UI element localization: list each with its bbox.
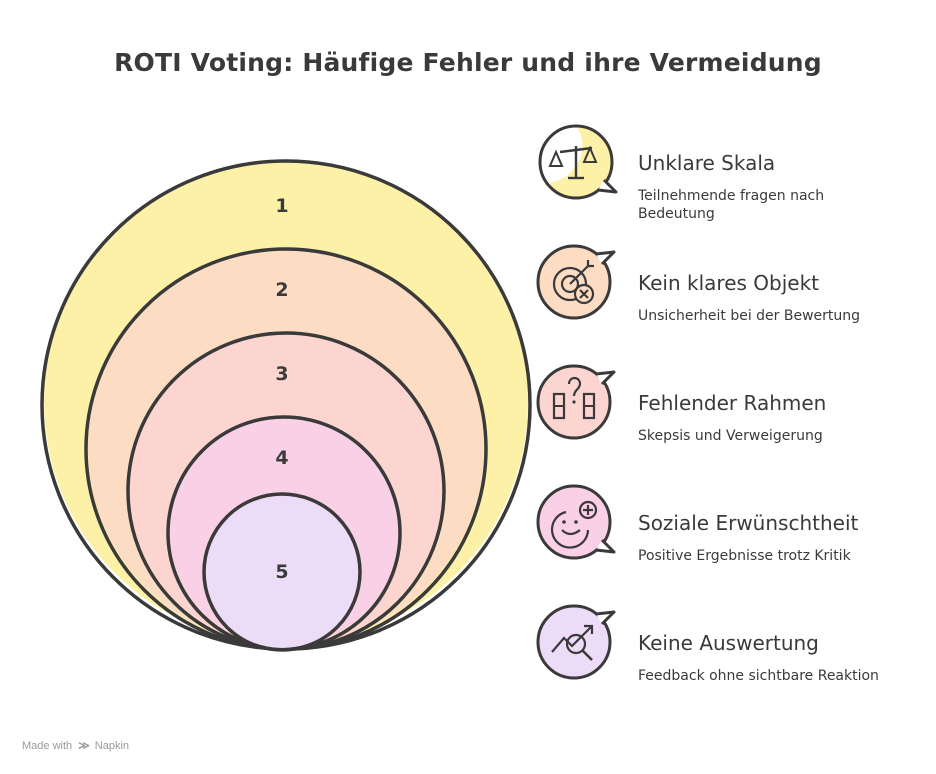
target-miss-icon [536,244,616,320]
ring-label-5: 5 [275,561,288,583]
item-description: Positive Ergebnisse trotz Kritik [638,548,851,564]
scale-icon [538,124,618,200]
ring-label-4: 4 [275,447,288,469]
ring-label-1: 1 [275,195,288,217]
smiley-plus-icon [536,484,616,560]
item-description: Skepsis und Verweigerung [638,428,823,444]
ring-label-2: 2 [275,279,288,301]
item-title: Kein klares Objekt [638,271,819,295]
footer-brand: Napkin [94,740,130,752]
ring-5 [202,492,362,652]
item-title: Keine Auswertung [638,631,819,655]
item-description: Unsicherheit bei der Bewertung [638,308,861,324]
item-title: Soziale Erwünschtheit [638,511,859,535]
chart-search-icon [536,604,616,680]
ring-label-3: 3 [275,363,288,385]
item-title: Fehlender Rahmen [638,391,827,415]
item-title: Unklare Skala [638,151,776,175]
footer-text: Made with [22,740,73,752]
footer-attribution: Made with ≫ Napkin [22,739,129,752]
diagram-title: ROTI Voting: Häufige Fehler und ihre Ver… [114,48,822,77]
napkin-logo-icon: ≫ [78,740,90,752]
item-description: Feedback ohne sichtbare Reaktion [638,668,879,684]
question-frame-icon [536,364,616,440]
item-description: Teilnehmende fragen nach Bedeutung [638,188,825,222]
